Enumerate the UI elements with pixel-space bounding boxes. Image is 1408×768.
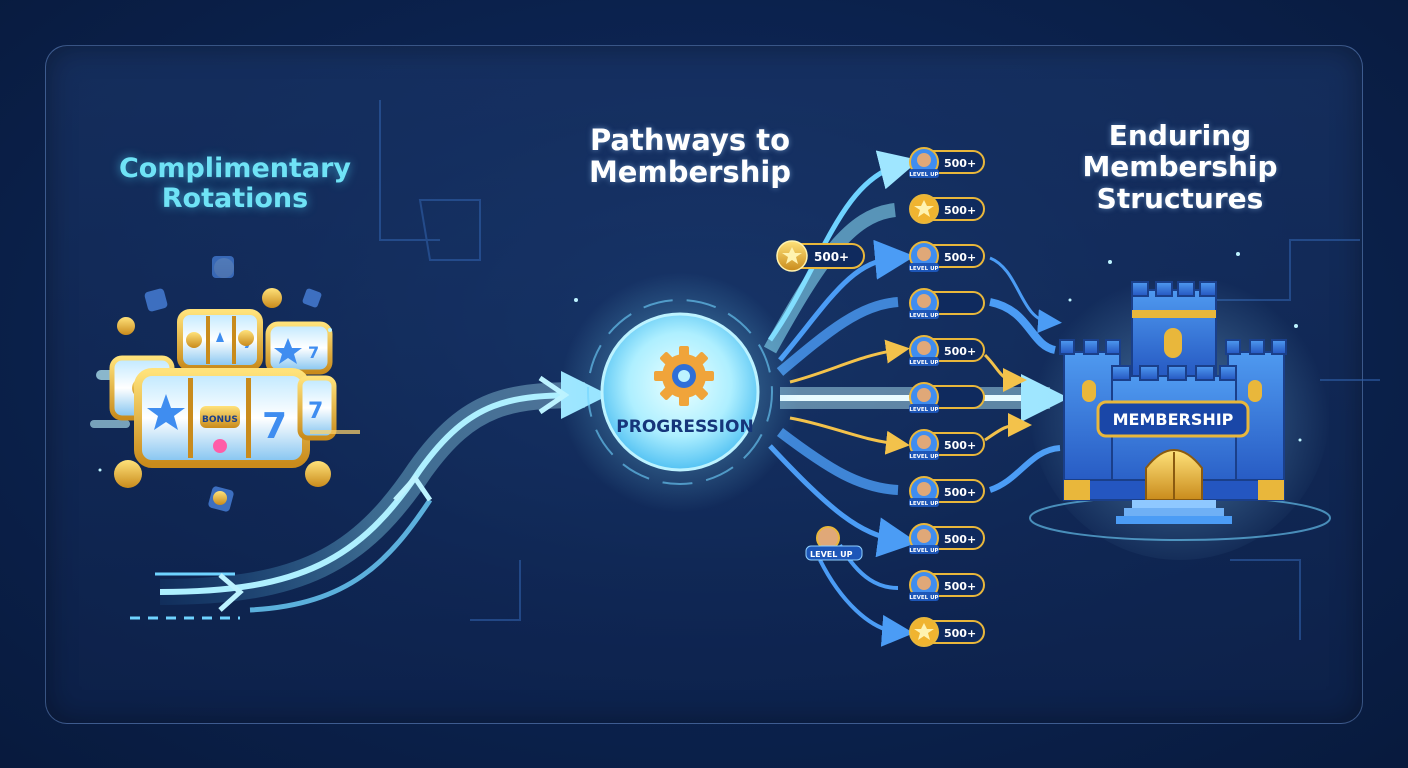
avatar-face [917, 341, 931, 355]
side-badge-level-label: LEVEL UP [810, 550, 853, 559]
castle-banner-label: MEMBERSHIP [1113, 410, 1234, 429]
level-up-tag-bg [909, 545, 939, 554]
reward-badge: 500+ [909, 617, 985, 647]
circuit-lines-decoration [379, 100, 1380, 640]
avatar-face [917, 576, 931, 590]
reward-badge: LEVEL UP [909, 382, 985, 413]
reward-badge: LEVEL UP 500+ [909, 147, 985, 178]
level-up-tag: LEVEL UP [909, 548, 938, 554]
level-up-tag: LEVEL UP [909, 501, 938, 507]
level-up-tag-bg [909, 357, 939, 366]
level-up-tag: LEVEL UP [909, 595, 938, 601]
level-up-tag: LEVEL UP [909, 172, 938, 178]
reward-badge-label: 500+ [944, 157, 976, 170]
avatar-face [917, 482, 931, 496]
title-left-line1: Complimentary [118, 153, 352, 184]
pathways-title: Pathways to Membership [560, 124, 820, 189]
avatar-face [917, 294, 931, 308]
star-icon [782, 247, 802, 264]
title-mid-line2: Membership [588, 155, 792, 190]
avatar-face [917, 388, 931, 402]
castle-illustration: MEMBERSHIP [1029, 260, 1331, 560]
star-icon [914, 623, 934, 640]
svg-text:7: 7 [308, 399, 323, 424]
level-up-tag-bg [909, 451, 939, 460]
sparkles-decoration [98, 252, 1302, 472]
reward-badge-label: 500+ [944, 345, 976, 358]
level-up-tag-bg [909, 498, 939, 507]
level-up-tag: LEVEL UP [909, 313, 938, 319]
level-up-tag: LEVEL UP [909, 407, 938, 413]
reward-badge-label: 500+ [944, 204, 976, 217]
reward-badge-label: 500+ [944, 251, 976, 264]
title-right-line3: Structures [1096, 181, 1264, 215]
svg-text:7: 7 [262, 406, 287, 447]
reward-badge-label: 500+ [944, 580, 976, 593]
progression-hub: PROGRESSION [560, 272, 800, 512]
reward-badge-label: 500+ [944, 486, 976, 499]
avatar-face [917, 529, 931, 543]
gear-icon [654, 346, 714, 406]
reward-badge: LEVEL UP 500+ [909, 241, 985, 272]
reward-badge-label: 500+ [944, 627, 976, 640]
reward-badge: LEVEL UP 500+ [909, 523, 985, 554]
title-right-line1: Enduring [1108, 119, 1252, 152]
title-right-line2: Membership [1082, 150, 1278, 184]
floating-coins [114, 256, 331, 512]
avatar-face [917, 435, 931, 449]
reward-badge: LEVEL UP [909, 288, 985, 319]
reward-badge-label: 500+ [944, 439, 976, 452]
level-up-tag: LEVEL UP [909, 454, 938, 460]
title-left-line2: Rotations [161, 183, 309, 215]
level-up-tag-bg [909, 404, 939, 413]
slot-reels-illustration: 7 7 BONUS 7 7 [90, 256, 360, 512]
reward-badge: LEVEL UP 500+ [909, 476, 985, 507]
enduring-membership-title: Enduring Membership Structures [1060, 120, 1300, 214]
level-up-tag-bg [909, 169, 939, 178]
reward-badge: 500+ [909, 194, 985, 224]
star-icon [914, 200, 934, 217]
level-up-tag: LEVEL UP [909, 360, 938, 366]
title-mid-line1: Pathways to [589, 123, 791, 157]
avatar-face [917, 153, 931, 167]
reward-badge: LEVEL UP 500+ [909, 335, 985, 366]
level-up-tag-bg [909, 592, 939, 601]
level-up-tag-bg [909, 263, 939, 272]
hub-label: PROGRESSION [616, 417, 753, 437]
side-badge-coin: 500+ [776, 240, 865, 272]
incoming-flow [130, 371, 609, 620]
svg-text:7: 7 [308, 343, 319, 362]
reel-bonus-badge: BONUS [202, 415, 238, 425]
reward-badge-label: 500+ [944, 533, 976, 546]
avatar-face [917, 247, 931, 261]
level-up-tag: LEVEL UP [909, 266, 938, 272]
level-up-tag-bg [909, 310, 939, 319]
reward-badge: LEVEL UP 500+ [909, 429, 985, 460]
side-badge-coin-label: 500+ [814, 250, 849, 264]
side-badge-level: LEVEL UP [805, 526, 863, 561]
complimentary-rotations-title: Complimentary Rotations [90, 153, 380, 215]
reward-badge: LEVEL UP 500+ [909, 570, 985, 601]
